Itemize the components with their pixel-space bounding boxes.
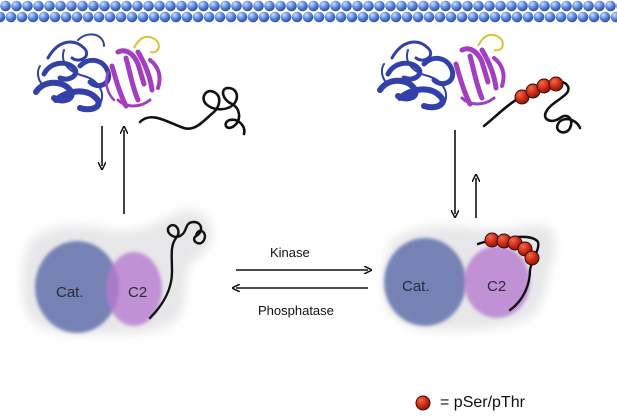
phospho-sites-top [514,76,564,105]
c2-domain-left [106,252,162,326]
catalytic-domain-left [35,241,119,333]
catalytic-label-left: Cat. [56,284,84,301]
pten-cytosolic-left [22,210,213,335]
catalytic-label-right: Cat. [402,278,430,295]
kinase-label: Kinase [270,245,310,260]
ribbon-structure-right [377,33,582,134]
legend-text: = pSer/pThr [440,394,525,411]
membrane-association-arrows-left [102,126,124,214]
ribbon-structure-left [33,33,246,136]
legend-phospho-icon [415,395,431,411]
phospho-sites-bottom [484,232,540,266]
c2-label-right: C2 [487,278,507,295]
phosphatase-label: Phosphatase [258,303,334,318]
c2-label-left: C2 [128,284,148,301]
c2-domain-right [464,246,530,318]
pten-cytosolic-right [383,224,556,331]
membrane [0,0,617,23]
membrane-association-arrows-right [455,130,476,218]
catalytic-domain-right [384,238,466,326]
